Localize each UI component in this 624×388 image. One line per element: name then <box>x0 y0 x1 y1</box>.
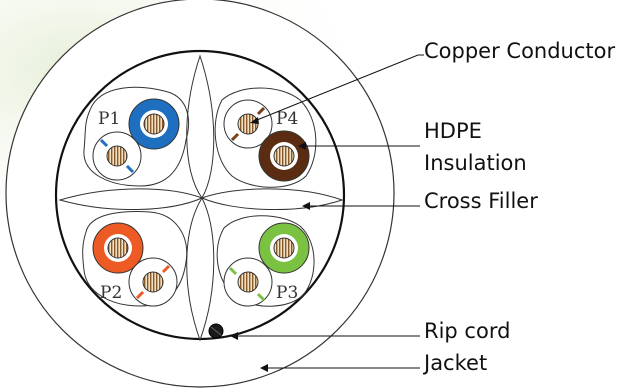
copper-conductor-icon <box>273 145 295 167</box>
pair-4: P4 <box>223 99 310 182</box>
label-jacket: Jacket <box>422 351 487 375</box>
pair-1: P1 <box>92 98 180 181</box>
copper-conductor-icon <box>237 113 259 135</box>
pair-label-p2: P2 <box>100 283 122 303</box>
label-copper-conductor: Copper Conductor <box>424 39 615 63</box>
leader-lines <box>232 54 424 369</box>
copper-conductor-icon <box>273 237 295 259</box>
copper-conductor-icon <box>143 113 165 135</box>
pair-2: P2 <box>92 222 178 307</box>
label-hdpe: HDPE <box>424 119 482 143</box>
pair-label-p3: P3 <box>276 283 298 303</box>
label-insulation: Insulation <box>424 151 527 175</box>
arrowheads <box>230 117 310 372</box>
copper-conductor-icon <box>106 145 128 167</box>
label-rip-cord: Rip cord <box>424 319 510 343</box>
copper-conductor-icon <box>107 237 129 259</box>
copper-conductor-icon <box>237 271 259 293</box>
pair-label-p1: P1 <box>98 109 120 129</box>
pair-label-p4: P4 <box>276 109 298 129</box>
label-cross-filler: Cross Filler <box>424 189 538 213</box>
copper-conductor-icon <box>142 271 164 293</box>
pair-3: P3 <box>223 222 310 307</box>
